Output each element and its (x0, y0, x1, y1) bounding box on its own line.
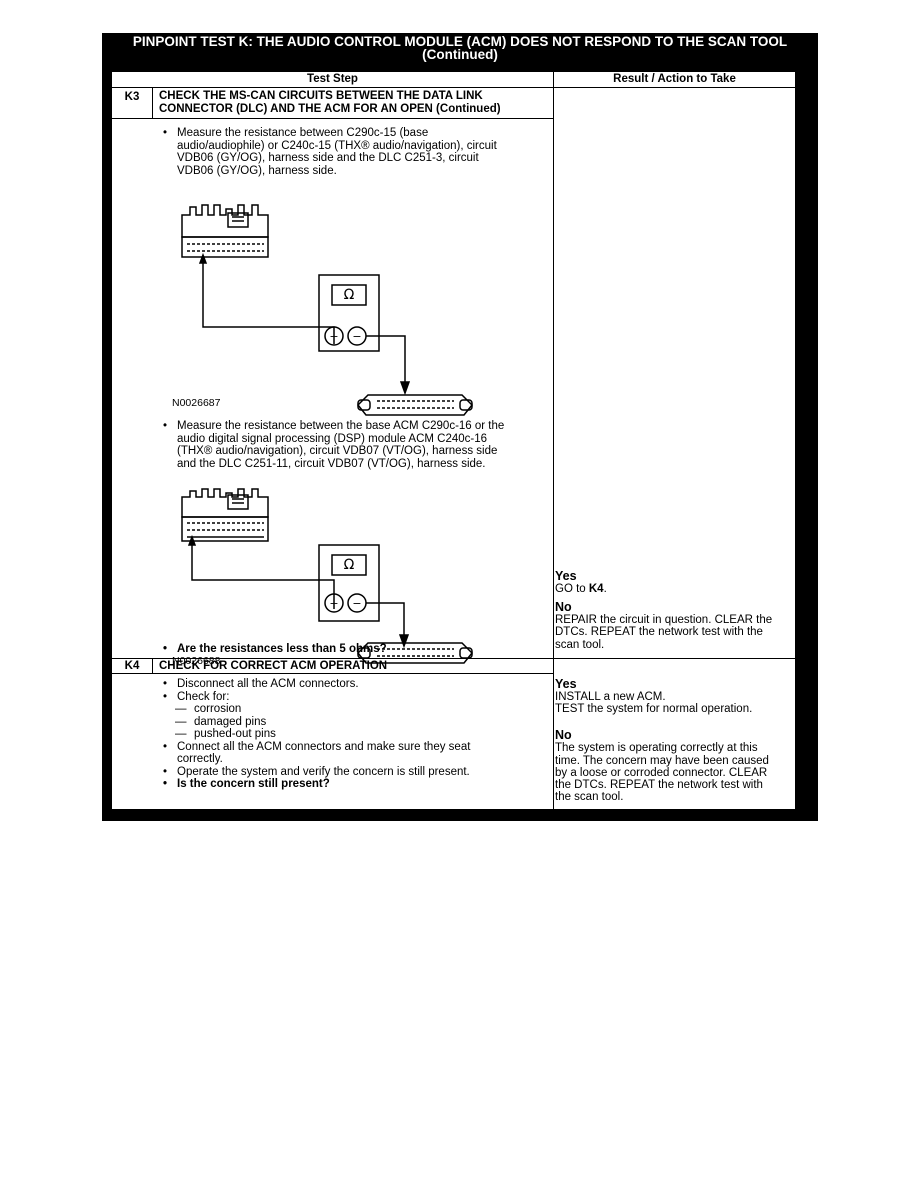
figure-1-label: N0026687 (172, 397, 221, 409)
wire-to-dlc (366, 602, 405, 642)
k3-no-label: No (555, 600, 572, 615)
acm-connector-body (181, 516, 269, 542)
ohmmeter-body (318, 274, 380, 352)
meter-plus-terminal (324, 593, 344, 613)
list-item: Are the resistances less than 5 ohms? (159, 643, 549, 656)
k3-no-text: REPAIR the circuit in question. CLEAR th… (555, 614, 773, 651)
step-id-divider-k3 (152, 88, 153, 118)
list-item: Measure the resistance between C290c-15 … (159, 127, 549, 177)
minus-sign: − (352, 597, 361, 610)
k4-yes-label: Yes (555, 677, 577, 691)
header-result-action: Result / Action to Take (554, 72, 795, 88)
k4-instructions: Disconnect all the ACM connectors. Check… (159, 678, 549, 791)
ohm-symbol: Ω (344, 557, 355, 573)
k4-no-label: No (555, 728, 572, 743)
column-divider (553, 72, 554, 809)
plus-sign: + (329, 330, 338, 343)
ohmmeter-display (331, 554, 367, 576)
ohm-symbol: Ω (344, 287, 355, 303)
wiring-diagram-figure-1: Ω + − (181, 204, 474, 416)
test-table: Test Step Result / Action to Take K3 CHE… (111, 71, 796, 810)
list-item: Measure the resistance between the base … (159, 420, 549, 470)
k3-heading-divider (112, 118, 553, 119)
list-item: pushed-out pins (159, 728, 549, 741)
k3-yes-label: Yes (555, 569, 577, 583)
acm-connector-outline (181, 204, 269, 238)
wire-to-meter-plus (191, 557, 335, 609)
list-item: Is the concern still present? (159, 778, 549, 791)
pinpoint-test-frame: PINPOINT TEST K: THE AUDIO CONTROL MODUL… (102, 33, 818, 821)
meter-plus-terminal (324, 326, 344, 346)
step-id-divider-k4 (152, 658, 153, 673)
list-item: Connect all the ACM connectors and make … (159, 741, 549, 766)
list-item: damaged pins (159, 716, 549, 729)
k3-instruction-1: Measure the resistance between C290c-15 … (159, 127, 549, 177)
step-id-k3: K3 (124, 91, 140, 103)
list-item: Operate the system and verify the concer… (159, 766, 549, 779)
step-id-k4: K4 (124, 660, 140, 672)
ohmmeter-display (331, 284, 367, 306)
minus-sign: − (352, 330, 361, 343)
wire-to-dlc (366, 335, 406, 389)
plus-sign: + (329, 597, 338, 610)
connector-latch (227, 494, 249, 510)
k4-heading-divider (112, 673, 553, 674)
list-item: Check for: (159, 691, 549, 704)
page-title: PINPOINT TEST K: THE AUDIO CONTROL MODUL… (132, 34, 788, 62)
dlc-connector (356, 394, 474, 416)
k3-yes-text: GO to K4. (555, 583, 607, 595)
k3-question: Are the resistances less than 5 ohms? (159, 643, 549, 656)
step-heading-k3: CHECK THE MS-CAN CIRCUITS BETWEEN THE DA… (159, 90, 501, 115)
k3-result: Yes GO to K4. No REPAIR the circuit in q… (555, 570, 793, 651)
k4-row-divider (112, 658, 795, 659)
connector-latch (227, 212, 249, 228)
list-item: Disconnect all the ACM connectors. (159, 678, 549, 691)
list-item: corrosion (159, 703, 549, 716)
k4-result: Yes INSTALL a new ACM. TEST the system f… (555, 677, 793, 804)
wire-to-meter-plus (202, 277, 335, 344)
k4-no-text: The system is operating correctly at thi… (555, 742, 769, 804)
acm-connector-outline (181, 488, 269, 518)
step-heading-k4: CHECK FOR CORRECT ACM OPERATION (159, 660, 388, 672)
k3-instruction-2: Measure the resistance between the base … (159, 420, 549, 470)
acm-connector-body (181, 236, 269, 258)
ohmmeter-body (318, 544, 380, 622)
header-test-step: Test Step (112, 72, 553, 88)
figure-2-label: N0026688 (172, 655, 221, 667)
wiring-diagram-figure-2: Ω + − (181, 488, 474, 664)
